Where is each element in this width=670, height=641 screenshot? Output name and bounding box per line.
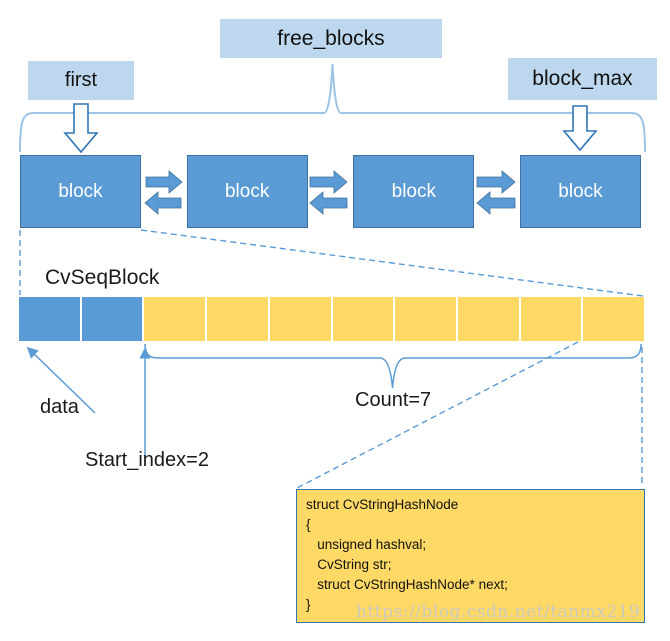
data-arrow-icon (26, 346, 96, 414)
seq-cell-free (583, 297, 645, 341)
seq-block-title: CvSeqBlock (45, 266, 160, 289)
next-arrow-icon (476, 170, 516, 194)
seq-cell-free (269, 297, 331, 341)
code-line: CvString str; (306, 557, 392, 572)
code-line: unsigned hashval; (306, 537, 427, 552)
next-arrow-icon (309, 170, 348, 194)
watermark-text: https://blog.csdn.net/tanmx219 (356, 602, 641, 622)
seq-cell-free (520, 297, 582, 341)
block-node: block (20, 155, 141, 228)
code-line: struct CvStringHashNode (306, 497, 459, 512)
block-max-label: block_max (508, 58, 657, 100)
linked-list-row: block block block block (20, 155, 641, 228)
seq-block-cells-row (19, 297, 645, 341)
first-pointer-arrow-icon (63, 103, 99, 154)
free-blocks-brace (19, 63, 646, 153)
seq-cell-free (457, 297, 519, 341)
prev-arrow-icon (309, 191, 348, 215)
data-annotation: data (40, 396, 79, 418)
count-annotation: Count=7 (355, 389, 432, 411)
first-label: first (28, 61, 134, 100)
expand-dashed-line (140, 229, 644, 297)
start-index-annotation: Start_index=2 (85, 449, 209, 471)
prev-arrow-icon (476, 191, 516, 215)
block-node: block (519, 155, 641, 228)
seq-cell-free (332, 297, 394, 341)
seq-cell-used (81, 297, 143, 341)
block-node: block (186, 155, 308, 228)
code-line: { (306, 517, 311, 532)
seq-cell-used (19, 297, 80, 341)
free-blocks-label: free_blocks (220, 19, 442, 58)
seq-cell-free (395, 297, 456, 341)
code-line: } (306, 597, 311, 612)
struct-code-box: struct CvStringHashNode { unsigned hashva… (296, 489, 645, 623)
block-node: block (353, 155, 475, 228)
seq-cell-free (207, 297, 268, 341)
seq-cell-free (144, 297, 206, 341)
cell-expand-dashed-line (296, 341, 579, 489)
count-brace (144, 343, 642, 389)
code-line: struct CvStringHashNode* next; (306, 577, 508, 592)
prev-arrow-icon (144, 191, 182, 215)
next-arrow-icon (145, 170, 183, 194)
block-max-pointer-arrow-icon (562, 105, 598, 152)
